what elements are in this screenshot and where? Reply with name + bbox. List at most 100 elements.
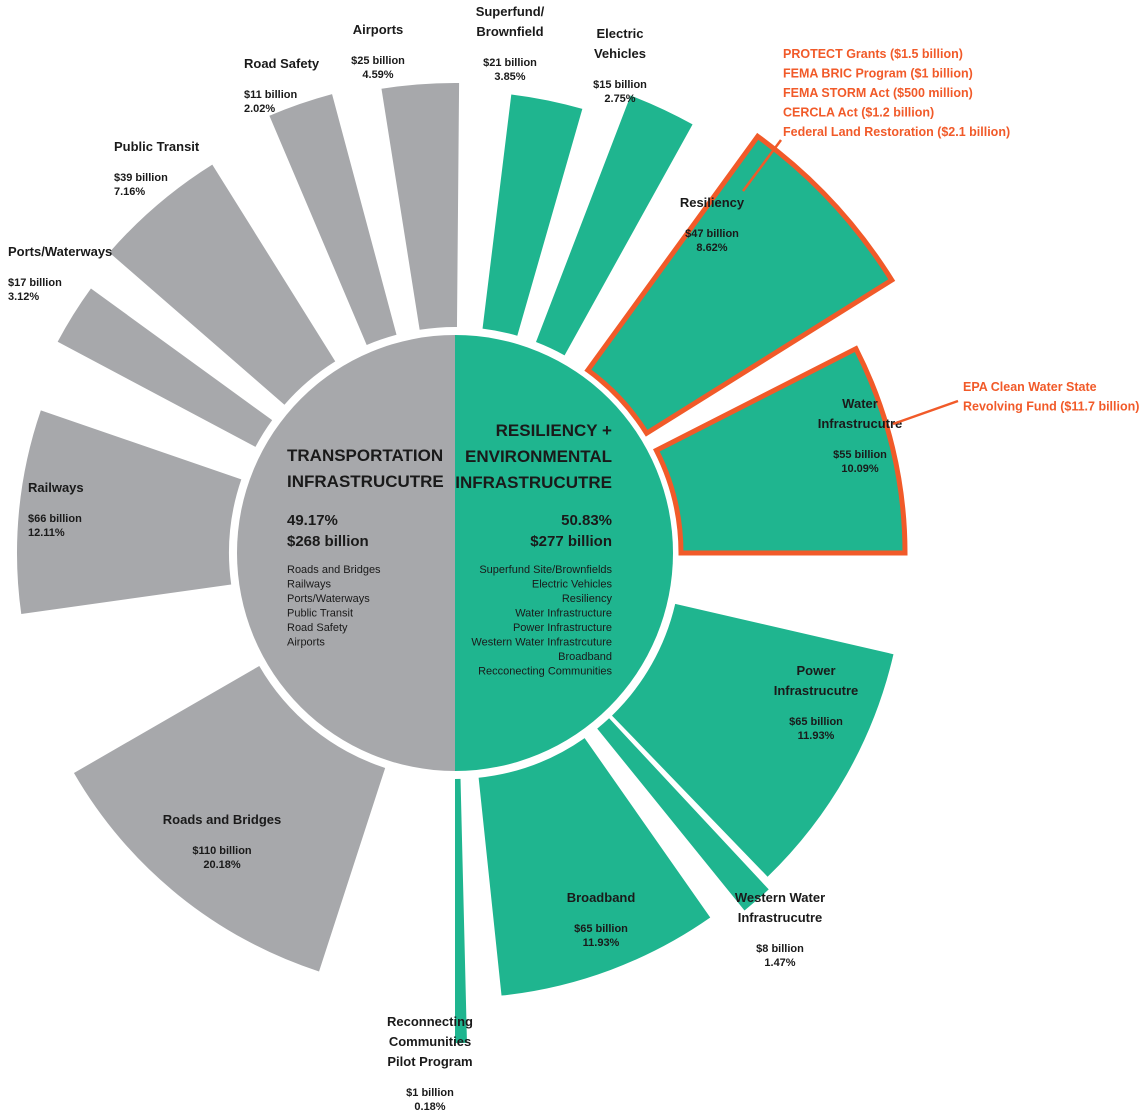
slice-name: Infrastrucutre <box>738 910 823 925</box>
center-transportation-half <box>237 335 455 771</box>
slice-percent: 20.18% <box>203 859 241 871</box>
slice-percent: 2.02% <box>244 103 275 115</box>
slice-percent: 11.93% <box>583 937 620 949</box>
slice-name: Vehicles <box>594 46 646 61</box>
slice-name: Brownfield <box>476 24 543 39</box>
callout-leader-line <box>741 139 783 192</box>
center-amount: $277 billion <box>530 533 612 550</box>
slice-percent: 0.18% <box>414 1101 445 1113</box>
slice-superfund <box>482 94 583 336</box>
center-title: TRANSPORTATION <box>287 446 443 465</box>
slice-western-water <box>597 718 769 911</box>
slice-name: Railways <box>28 480 84 495</box>
slice-airports <box>381 83 460 330</box>
slice-amount: $39 billion <box>114 172 168 184</box>
center-list-item: Ports/Waterways <box>287 593 370 605</box>
slice-name: Public Transit <box>114 139 200 154</box>
slice-ports <box>57 288 273 447</box>
callout-text: FEMA BRIC Program ($1 billion) <box>783 67 973 81</box>
slice-amount: $11 billion <box>244 89 297 101</box>
slice-amount: $15 billion <box>593 79 647 91</box>
slice-amount: $47 billion <box>685 228 739 240</box>
slice-name: Superfund/ <box>476 4 545 19</box>
slice-power <box>611 603 894 877</box>
center-list-item: Superfund Site/Brownfields <box>479 564 612 576</box>
slice-percent: 3.12% <box>8 291 39 303</box>
slice-amount: $8 billion <box>756 943 804 955</box>
callout-text: Federal Land Restoration ($2.1 billion) <box>783 125 1010 139</box>
slice-amount: $55 billion <box>833 449 887 461</box>
slice-name: Ports/Waterways <box>8 244 112 259</box>
slice-name: Broadband <box>567 890 636 905</box>
slice-percent: 1.47% <box>764 957 795 969</box>
slice-amount: $1 billion <box>406 1087 454 1099</box>
slice-percent: 11.93% <box>798 730 835 742</box>
slice-label-road-safety: Road Safety $11 billion 2.02% <box>244 56 320 115</box>
center-list-item: Western Water Infrastrcuture <box>471 637 612 649</box>
slice-label-airports: Airports $25 billion 4.59% <box>351 22 405 81</box>
callout-text: Revolving Fund ($11.7 billion) <box>963 400 1139 414</box>
callout-leader-line <box>892 399 959 426</box>
slice-amount: $21 billion <box>483 57 537 69</box>
slice-name: Water <box>842 396 878 411</box>
slice-amount: $25 billion <box>351 55 405 67</box>
slice-reconnecting <box>455 778 467 1043</box>
slice-percent: 2.75% <box>604 93 635 105</box>
slice-percent: 4.59% <box>362 69 393 81</box>
slice-water <box>653 345 908 556</box>
slice-percent: 10.09% <box>841 463 879 475</box>
center-list-item: Water Infrastructure <box>515 608 612 620</box>
slice-name: Communities <box>389 1034 471 1049</box>
slice-name: Reconnecting <box>387 1014 473 1029</box>
slice-name: Infrastrucutre <box>774 683 859 698</box>
slice-name: Infrastrucutre <box>818 416 903 431</box>
callout-text: PROTECT Grants ($1.5 billion) <box>783 47 963 61</box>
slice-name: Resiliency <box>680 195 745 210</box>
center-amount: $268 billion <box>287 533 369 550</box>
center-list-item: Power Infrastructure <box>513 622 612 634</box>
slice-percent: 3.85% <box>494 71 525 83</box>
slice-electric-vehicles <box>535 95 693 356</box>
callout-resiliency: PROTECT Grants ($1.5 billion) FEMA BRIC P… <box>741 47 1010 192</box>
slice-name: Electric <box>597 26 644 41</box>
slice-name: Airports <box>353 22 404 37</box>
slice-name: Road Safety <box>244 56 320 71</box>
center-list-item: Road Safety <box>287 622 348 634</box>
slice-railways <box>16 410 242 614</box>
slice-road-safety <box>269 94 397 345</box>
slice-resiliency <box>584 132 896 437</box>
center-resiliency-half <box>455 335 673 771</box>
callout-text: FEMA STORM Act ($500 million) <box>783 86 973 100</box>
slice-broadband <box>478 738 711 996</box>
slice-percent: 8.62% <box>696 242 727 254</box>
center-list-item: Railways <box>287 579 332 591</box>
slice-amount: $17 billion <box>8 277 62 289</box>
center-list-item: Electric Vehicles <box>532 579 613 591</box>
slice-public-transit <box>109 164 336 405</box>
slice-name: Roads and Bridges <box>163 812 281 827</box>
slice-amount: $65 billion <box>789 716 843 728</box>
slice-label-superfund: Superfund/Brownfield $21 billion 3.85% <box>476 4 545 83</box>
slice-percent: 12.11% <box>28 527 65 539</box>
slice-name: Pilot Program <box>387 1054 472 1069</box>
center-list-item: Airports <box>287 637 325 649</box>
slice-name: Western Water <box>735 890 825 905</box>
center-title: ENVIRONMENTAL <box>465 447 612 466</box>
center-percent: 50.83% <box>561 512 612 529</box>
slice-amount: $110 billion <box>192 845 252 857</box>
center-right-text: RESILIENCY +ENVIRONMENTALINFRASTRUCUTRE5… <box>455 421 612 678</box>
center-list-item: Broadband <box>558 651 612 663</box>
center-list-item: Resiliency <box>562 593 613 605</box>
center-list-item: Recconecting Communities <box>478 666 612 678</box>
center-percent: 49.17% <box>287 512 338 529</box>
